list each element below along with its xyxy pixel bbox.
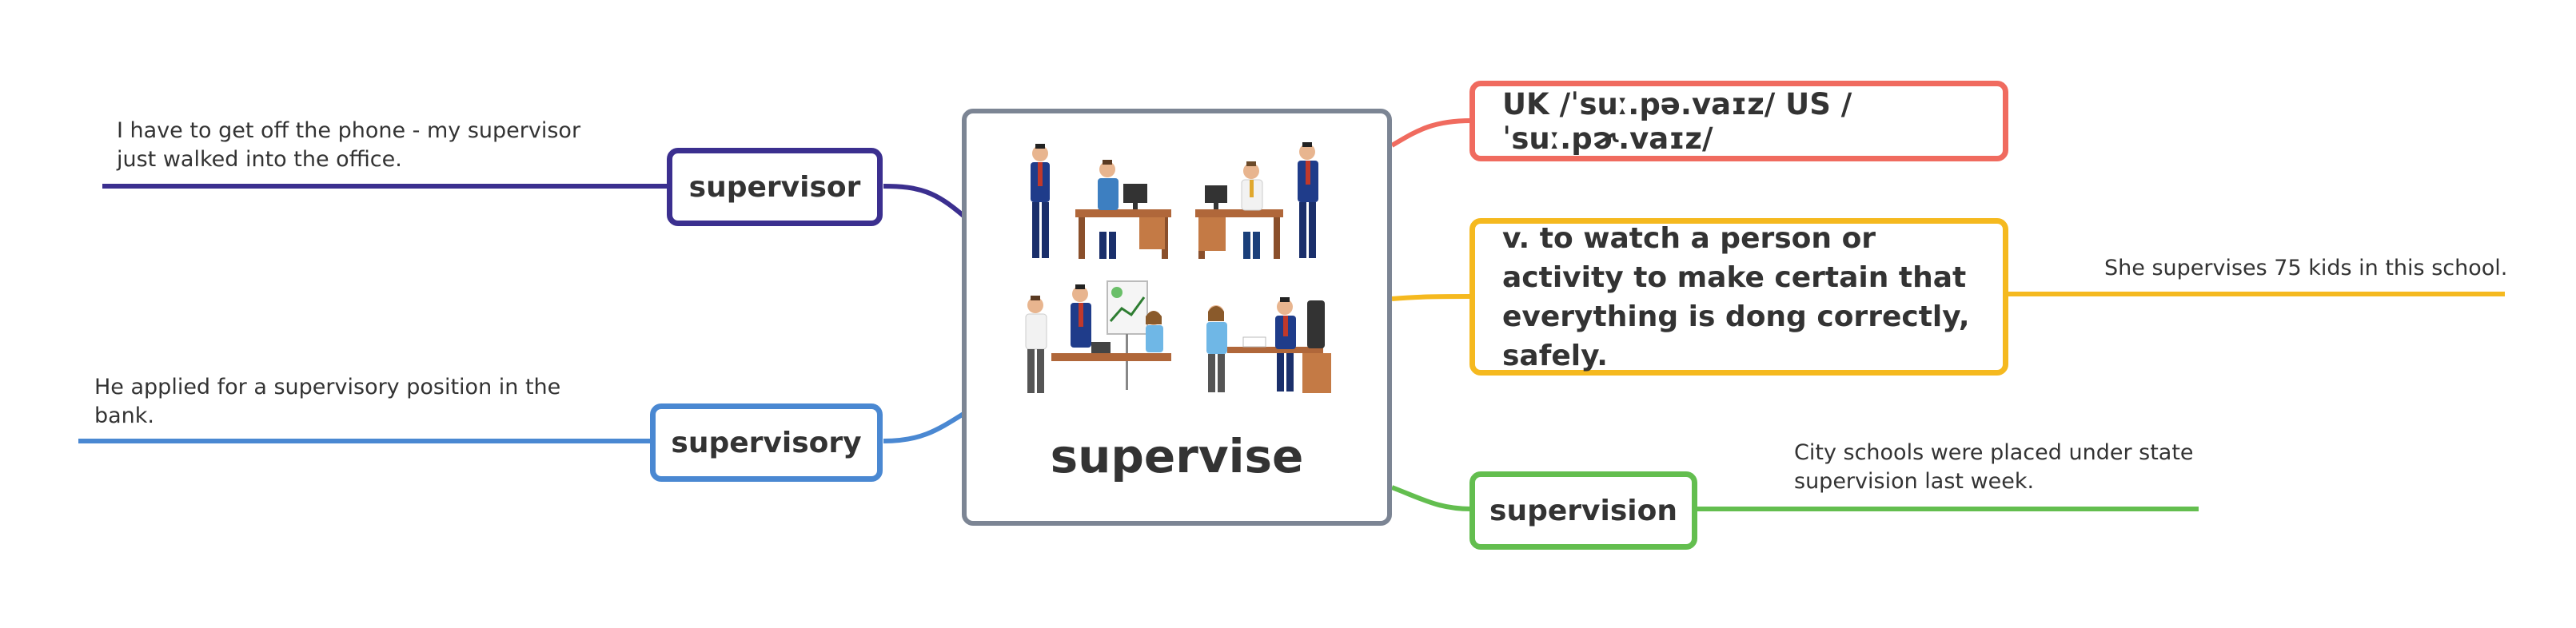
supervision-node[interactable]: supervision [1469,471,1697,550]
supervisory-node[interactable]: supervisory [650,403,883,482]
connector-supervision [1390,485,1472,511]
definition-node[interactable]: v. to watch a person or activity to make… [1469,218,2008,376]
pronunciation-text: UK /ˈsuː.pə.vaɪz/ US /ˈsuː.pɚ.vaɪz/ [1502,86,1852,156]
office-scene-illustration-2 [1195,142,1318,259]
connector-supervisor [883,184,965,218]
supervisor-example: I have to get off the phone - my supervi… [117,118,581,172]
supervision-label: supervision [1489,494,1677,527]
connector-pronunciation [1390,118,1472,148]
office-scene-illustration-1 [1031,144,1171,259]
supervisory-label: supervisory [671,426,862,459]
supervisor-label: supervisor [688,170,861,204]
supervision-example: City schools were placed under state sup… [1794,440,2194,494]
meeting-illustration [1025,280,1171,393]
connector-definition [1391,294,1472,301]
pronunciation-node[interactable]: UK /ˈsuː.pə.vaɪz/ US /ˈsuː.pɚ.vaɪz/ [1469,81,2008,161]
supervisor-node[interactable]: supervisor [667,148,883,226]
center-node[interactable]: supervise [962,109,1392,526]
definition-text: v. to watch a person or activity to make… [1502,221,1970,372]
interview-illustration [1206,297,1331,393]
center-word: supervise [1050,429,1304,483]
supervisory-example: He applied for a supervisory position in… [94,375,561,428]
connector-supervisory [883,411,965,443]
definition-example: She supervises 75 kids in this school. [2104,256,2508,280]
